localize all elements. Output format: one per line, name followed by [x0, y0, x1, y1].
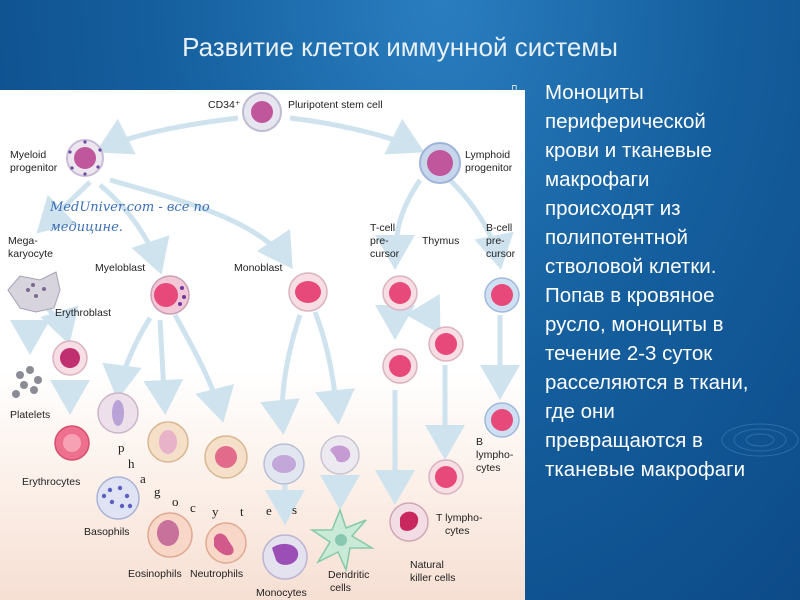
label-neutrophils: Neutrophils: [190, 568, 243, 580]
label-myeloid: Myeloid: [10, 149, 46, 161]
phagocytes-label: p h a g o c y t e s: [118, 440, 297, 519]
label-b-lymphocytes-2: lympho-: [476, 449, 514, 461]
slide-body-text: Моноциты периферической крови и тканевые…: [545, 81, 749, 481]
cell-development-diagram: CD34⁺ Pluripotent stem cell Myeloid prog…: [0, 90, 525, 600]
label-tcell-1: T-cell: [370, 222, 395, 234]
stem-cell: [242, 92, 282, 132]
label-tcell-3: cursor: [370, 248, 400, 260]
label-basophils: Basophils: [84, 526, 130, 538]
label-dendritic-1: Dendritic: [328, 569, 369, 581]
thymus-t-cell-2: [428, 326, 464, 362]
watermark-line-1: MedUniver.com - все по: [49, 200, 210, 215]
bullet-marker: ▯: [511, 82, 518, 96]
label-erythrocytes: Erythrocytes: [22, 476, 80, 488]
phagocyte-cell-4: [263, 443, 305, 485]
erythroblast-cell: [52, 340, 88, 376]
label-lymphoid-progenitor: progenitor: [465, 162, 513, 174]
lymphoid-progenitor-cell: [419, 142, 461, 184]
phagocytes-letter: g: [154, 484, 161, 499]
phagocyte-cell-5: [320, 435, 360, 475]
phagocytes-letter: o: [172, 494, 179, 509]
label-lymphoid: Lymphoid: [465, 149, 510, 161]
t-cell-precursor-cell: [382, 275, 418, 311]
label-erythroblast: Erythroblast: [55, 307, 111, 319]
neutrophil-cell: [205, 522, 247, 564]
phagocyte-cell-3: [204, 435, 248, 479]
t-lymphocyte-cell: [428, 459, 464, 495]
phagocytes-letter: c: [190, 500, 196, 515]
label-t-lymphocytes-1: T lympho-: [436, 512, 483, 524]
phagocyte-cell-2: [147, 421, 189, 463]
diagram-svg: CD34⁺ Pluripotent stem cell Myeloid prog…: [7, 92, 520, 599]
thymus-t-cell-1: [382, 348, 418, 384]
label-thymus: Thymus: [422, 235, 459, 247]
platelets-cluster: [12, 366, 42, 398]
phagocytes-letter: e: [266, 503, 272, 518]
label-bcell-2: pre-: [486, 235, 505, 247]
label-myeloid-progenitor: progenitor: [10, 162, 58, 174]
label-b-lymphocytes-3: cytes: [476, 462, 501, 474]
phagocytes-letter: t: [240, 504, 244, 519]
phagocytes-letter: p: [118, 440, 125, 455]
label-natural-killer-1: Natural: [410, 559, 444, 571]
basophil-cell: [96, 476, 140, 520]
label-natural-killer-2: killer cells: [410, 572, 456, 584]
monoblast-cell: [288, 272, 328, 312]
b-cell-precursor-cell: [484, 277, 520, 313]
label-bcell-1: B-cell: [486, 222, 512, 234]
erythrocyte-cell: [54, 425, 90, 461]
lineage-arrows: [10, 115, 520, 525]
water-ripple-decoration: [721, 423, 799, 457]
phagocytes-letter: y: [212, 504, 219, 519]
natural-killer-cell: [389, 502, 429, 542]
label-eosinophils: Eosinophils: [128, 568, 182, 580]
slide-title: Развитие клеток иммунной системы: [182, 32, 618, 62]
myeloblast-cell: [150, 275, 190, 315]
phagocytes-letter: s: [292, 502, 297, 517]
label-myeloblast: Myeloblast: [95, 262, 145, 274]
watermark-line-2: медицине.: [50, 220, 123, 235]
label-tcell-2: pre-: [370, 235, 389, 247]
b-lymphocyte-cell: [484, 402, 520, 438]
eosinophil-cell: [147, 512, 193, 558]
monocyte-cell: [262, 534, 308, 580]
label-dendritic-2: cells: [330, 582, 351, 594]
phagocytes-letter: h: [128, 456, 135, 471]
label-monoblast: Monoblast: [234, 262, 283, 274]
label-megakaryocyte-1: Mega-: [8, 235, 38, 247]
phagocyte-cell-1: [97, 392, 139, 434]
dendritic-cell: [309, 507, 375, 573]
label-megakaryocyte-2: karyocyte: [8, 248, 53, 260]
label-monocytes: Monocytes: [256, 587, 307, 599]
megakaryocyte-cell: [7, 271, 61, 313]
label-pluripotent-stem-cell: Pluripotent stem cell: [288, 99, 383, 111]
phagocytes-letter: a: [140, 471, 146, 486]
label-bcell-3: cursor: [486, 248, 516, 260]
myeloid-progenitor-cell: [66, 139, 104, 177]
label-platelets: Platelets: [10, 409, 50, 421]
label-t-lymphocytes-2: cytes: [445, 525, 470, 537]
label-b-lymphocytes-1: B: [476, 436, 483, 448]
label-cd34: CD34⁺: [208, 99, 241, 111]
